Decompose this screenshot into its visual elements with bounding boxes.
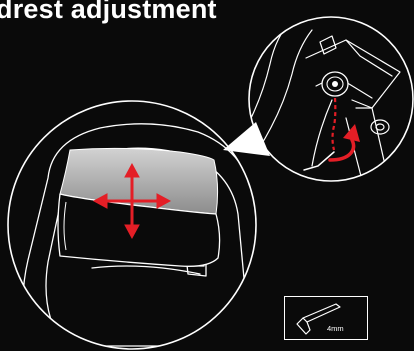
detail-bracket xyxy=(306,40,400,108)
detail-bracket-ridge xyxy=(346,40,392,76)
detail-slot-hole xyxy=(371,120,389,134)
tool-box-frame xyxy=(285,297,368,340)
tool-size-label: 4mm xyxy=(327,324,344,333)
detail-view xyxy=(246,17,413,181)
detail-slot-hole-inner xyxy=(376,124,384,130)
headrest-view xyxy=(8,101,270,351)
tool-box: 4mm xyxy=(285,297,368,340)
insertion-path xyxy=(333,98,336,150)
detail-rail xyxy=(356,108,388,178)
callout-pointer xyxy=(223,122,270,156)
bolt-icon xyxy=(322,72,348,96)
cushion-seam xyxy=(92,266,200,274)
detail-circle xyxy=(249,17,413,181)
